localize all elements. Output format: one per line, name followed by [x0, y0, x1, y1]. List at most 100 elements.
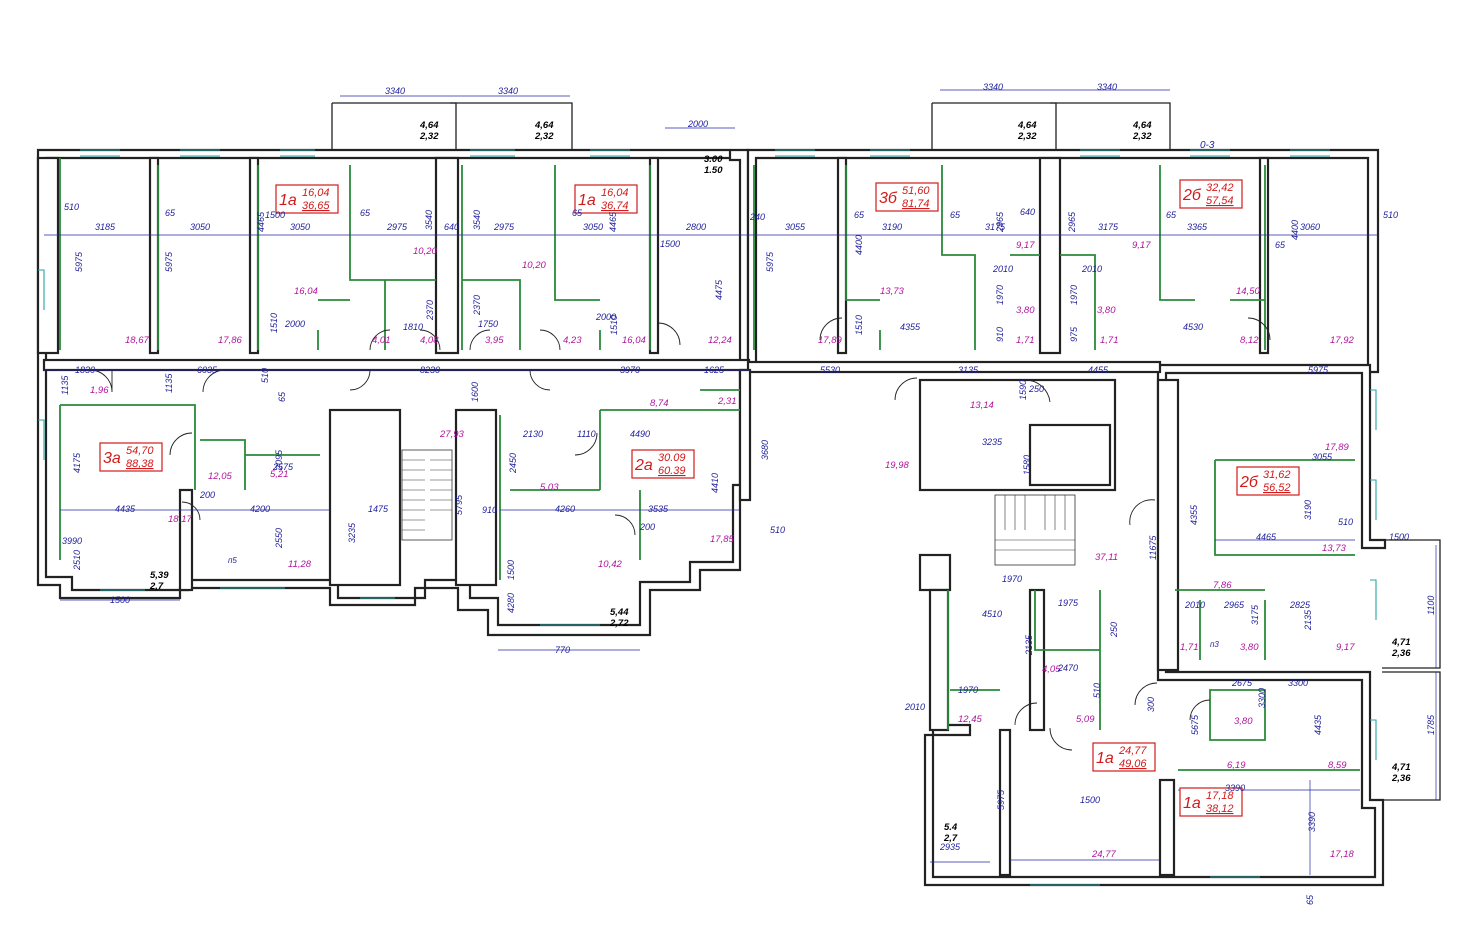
dimension-value: 1135	[164, 373, 174, 393]
dimension-value: 1600	[470, 382, 480, 402]
dimension-value: 910	[995, 327, 1005, 342]
room-area: 17,85	[710, 534, 734, 545]
dimension-value: 4260	[555, 504, 575, 514]
dimension-value: 3190	[1303, 500, 1313, 520]
room-area: 10,42	[598, 559, 622, 570]
balcony-area: 5,44	[610, 607, 629, 618]
dimension-value: 65	[1275, 240, 1286, 250]
dimension-value: 1110	[577, 429, 596, 439]
apartment-total-area: 56,52	[1263, 482, 1291, 494]
dimension-value: 3185	[95, 222, 116, 232]
apartment-total-area: 57,54	[1206, 195, 1234, 207]
dimension-value: 3535	[648, 504, 669, 514]
apartment-type: 3а	[103, 450, 121, 467]
dimension-value: 2370	[425, 300, 435, 321]
balcony-area: 3.00	[704, 154, 723, 165]
room-area: 13,73	[880, 286, 904, 297]
dimension-value: 2010	[1081, 264, 1102, 274]
room-area: 12,05	[208, 471, 232, 482]
apartment-tag	[1179, 179, 1243, 209]
apartment-type: 2б	[1182, 187, 1202, 204]
room-area: 4,01	[372, 335, 391, 346]
dimension-value: 2470	[1057, 663, 1078, 673]
apartment-tag	[275, 184, 339, 214]
dimension-value: 250	[1109, 622, 1119, 638]
balcony-reduced-area: 2,32	[534, 131, 554, 142]
room-area: 13,73	[1322, 543, 1346, 554]
dimension-value: 6035	[197, 365, 218, 375]
dimension-value: 3055	[785, 222, 806, 232]
dimension-value: 5975	[74, 251, 84, 272]
balcony-reduced-area: 2,32	[1017, 131, 1037, 142]
apartment-total-area: 49,06	[1119, 758, 1147, 770]
dimension-value: 4475	[714, 279, 724, 300]
balcony-area: 5.4	[944, 822, 958, 833]
dimension-value: 2975	[386, 222, 408, 232]
balcony-area: 4,64	[534, 120, 554, 131]
dimension-value: 3060	[1300, 222, 1320, 232]
apartment-type: 3б	[879, 190, 898, 207]
dimension-value: 200	[639, 522, 655, 532]
apartment-tag	[574, 184, 638, 214]
room-area: 5,21	[270, 469, 289, 480]
room-area: 9,17	[1336, 642, 1355, 653]
room-area: 3,95	[485, 335, 504, 346]
dimension-value: 1500	[265, 210, 285, 220]
dimension-value: 4465	[608, 211, 618, 232]
room-area: 10,20	[413, 246, 437, 257]
dimension-value: 2010	[992, 264, 1013, 274]
balcony-area: 5,39	[150, 570, 169, 581]
dimension-value: 1750	[478, 319, 498, 329]
dimension-value: 65	[572, 208, 583, 218]
dimension-value: 1590	[1018, 380, 1028, 400]
dimension-value: 65	[1166, 210, 1177, 220]
room-area: 16,04	[622, 335, 646, 346]
dimension-value: 3540	[424, 210, 434, 230]
dimension-value: 3050	[583, 222, 603, 232]
room-area: 10,20	[522, 260, 546, 271]
dimension-value: 65	[950, 210, 961, 220]
dimension-value: 2825	[1289, 600, 1311, 610]
apartment-type: 2б	[1239, 474, 1259, 491]
dimension-lines	[44, 89, 1437, 875]
axis-label: 0-3	[1200, 140, 1215, 151]
dimension-value: 3970	[620, 365, 640, 375]
apartment-type: 1а	[279, 192, 297, 209]
dimension-value: 3990	[62, 536, 82, 546]
room-area: 3,80	[1097, 305, 1116, 316]
dimension-value: 4455	[1088, 365, 1109, 375]
dimension-value: 3050	[190, 222, 210, 232]
apartment-type: 1а	[1096, 750, 1114, 767]
dimension-value: 3175	[985, 222, 1006, 232]
room-area: 4,08	[420, 335, 439, 346]
partitions	[59, 158, 1360, 771]
dimension-value: 2935	[939, 842, 961, 852]
apartment-type: 1а	[578, 192, 596, 209]
dimension-value: 2450	[508, 453, 518, 474]
dimension-value: 2135	[1303, 609, 1313, 631]
dimension-value: 640	[444, 222, 459, 232]
dimension-value: 510	[260, 368, 270, 383]
dimension-value: 2135	[1024, 634, 1034, 656]
apartment-living-area: 24,77	[1118, 745, 1147, 757]
dimension-value: 2510	[72, 550, 82, 571]
apartment-tag	[1092, 742, 1156, 772]
balcony-reduced-area: 1.50	[704, 165, 723, 176]
dimension-value: 510	[770, 525, 785, 535]
inner-walls	[36, 156, 1270, 877]
dimension-value: 4175	[72, 452, 82, 473]
room-area: 24,77	[1091, 849, 1116, 860]
dimension-value: 8230	[420, 365, 440, 375]
dimension-value: 2965	[1223, 600, 1245, 610]
dimension-value: 4200	[250, 504, 270, 514]
dimension-value: 4435	[115, 504, 136, 514]
room-area: 9,17	[1016, 240, 1035, 251]
dimension-value: 510	[1338, 517, 1353, 527]
dimension-value: 770	[555, 645, 570, 655]
dimension-value: 640	[1020, 207, 1035, 217]
apartment-tag	[99, 442, 163, 472]
dimension-value: 3340	[1097, 82, 1117, 92]
dimension-value: 5975	[1308, 365, 1329, 375]
doors	[89, 317, 1271, 751]
room-area: 4,23	[563, 335, 582, 346]
